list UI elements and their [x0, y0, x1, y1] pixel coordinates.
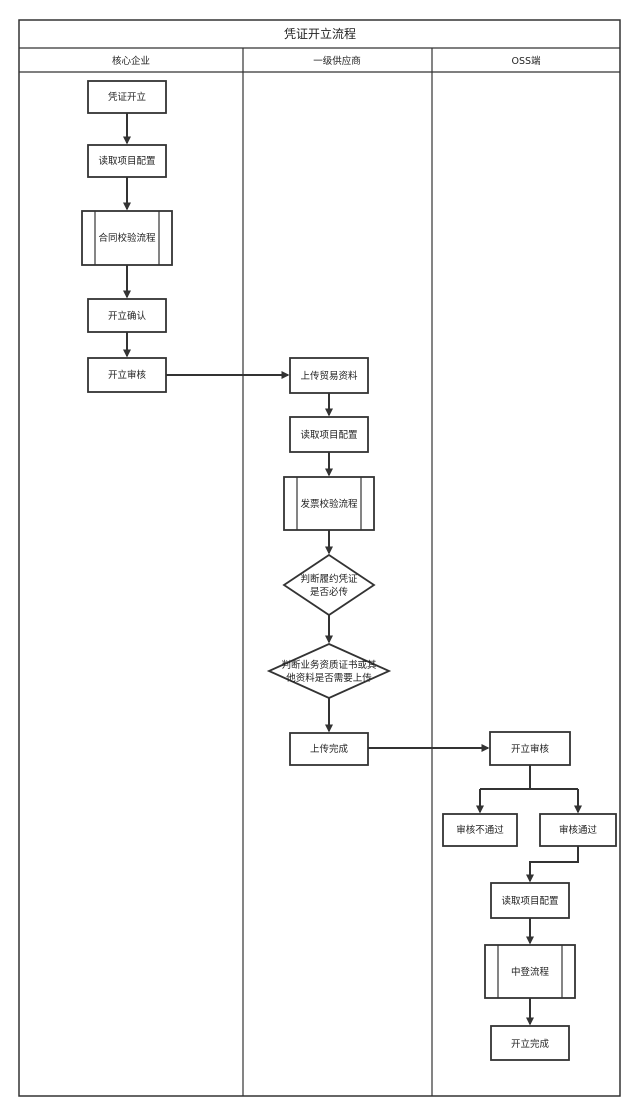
node-issue-review-core-label: 开立审核: [108, 369, 147, 381]
decision-other-docs-required-line2: 他资料是否需要上传: [286, 672, 372, 684]
node-issue-review-oss[interactable]: [489, 731, 571, 766]
lane-header-oss: OSS端: [511, 55, 541, 67]
node-review-approved-label: 审核通过: [559, 824, 598, 836]
node-read-config-3[interactable]: [490, 882, 570, 919]
node-review-rejected[interactable]: [442, 813, 518, 847]
pool-frame: [18, 19, 621, 1097]
node-read-config-1[interactable]: [87, 144, 167, 178]
diagram-title: 凭证开立流程: [284, 26, 356, 41]
node-read-config-2-label: 读取项目配置: [300, 429, 357, 441]
node-issue-complete[interactable]: [490, 1025, 570, 1061]
node-read-config-3-label: 读取项目配置: [501, 895, 558, 907]
node-review-approved[interactable]: [539, 813, 617, 847]
node-registry-process-label: 中登流程: [511, 966, 550, 978]
node-contract-check[interactable]: [81, 210, 173, 266]
node-read-config-2[interactable]: [289, 416, 369, 453]
node-issue-confirm[interactable]: [87, 298, 167, 333]
node-upload-done-label: 上传完成: [310, 743, 349, 755]
edge-n14-n15: [526, 846, 579, 883]
decision-voucher-required-line1: 判断履约凭证: [300, 573, 358, 585]
node-upload-trade-docs[interactable]: [289, 357, 369, 394]
node-upload-done[interactable]: [289, 732, 369, 766]
node-issue-review-core[interactable]: [87, 357, 167, 393]
node-voucher-issue-label: 凭证开立: [108, 91, 146, 103]
node-invoice-check[interactable]: [283, 476, 375, 531]
node-registry-process[interactable]: [484, 944, 576, 999]
node-contract-check-label: 合同校验流程: [98, 232, 156, 244]
node-issue-review-oss-label: 开立审核: [511, 743, 550, 755]
decision-other-docs-required[interactable]: [266, 643, 392, 699]
edge-n12-split: [479, 765, 579, 810]
decision-other-docs-required-line1: 判断业务资质证书或其: [281, 659, 377, 671]
lane-header-supplier: 一级供应商: [313, 55, 361, 67]
node-invoice-check-label: 发票校验流程: [300, 498, 358, 510]
decision-voucher-required-line2: 是否必传: [310, 586, 349, 598]
node-upload-trade-docs-label: 上传贸易资料: [300, 370, 358, 382]
decision-voucher-required[interactable]: [282, 553, 376, 617]
lane-header-core: 核心企业: [112, 55, 150, 67]
node-review-rejected-label: 审核不通过: [456, 824, 504, 836]
node-issue-confirm-label: 开立确认: [108, 310, 147, 322]
node-issue-complete-label: 开立完成: [511, 1038, 550, 1050]
node-voucher-issue[interactable]: [87, 80, 167, 114]
node-read-config-1-label: 读取项目配置: [98, 155, 155, 167]
